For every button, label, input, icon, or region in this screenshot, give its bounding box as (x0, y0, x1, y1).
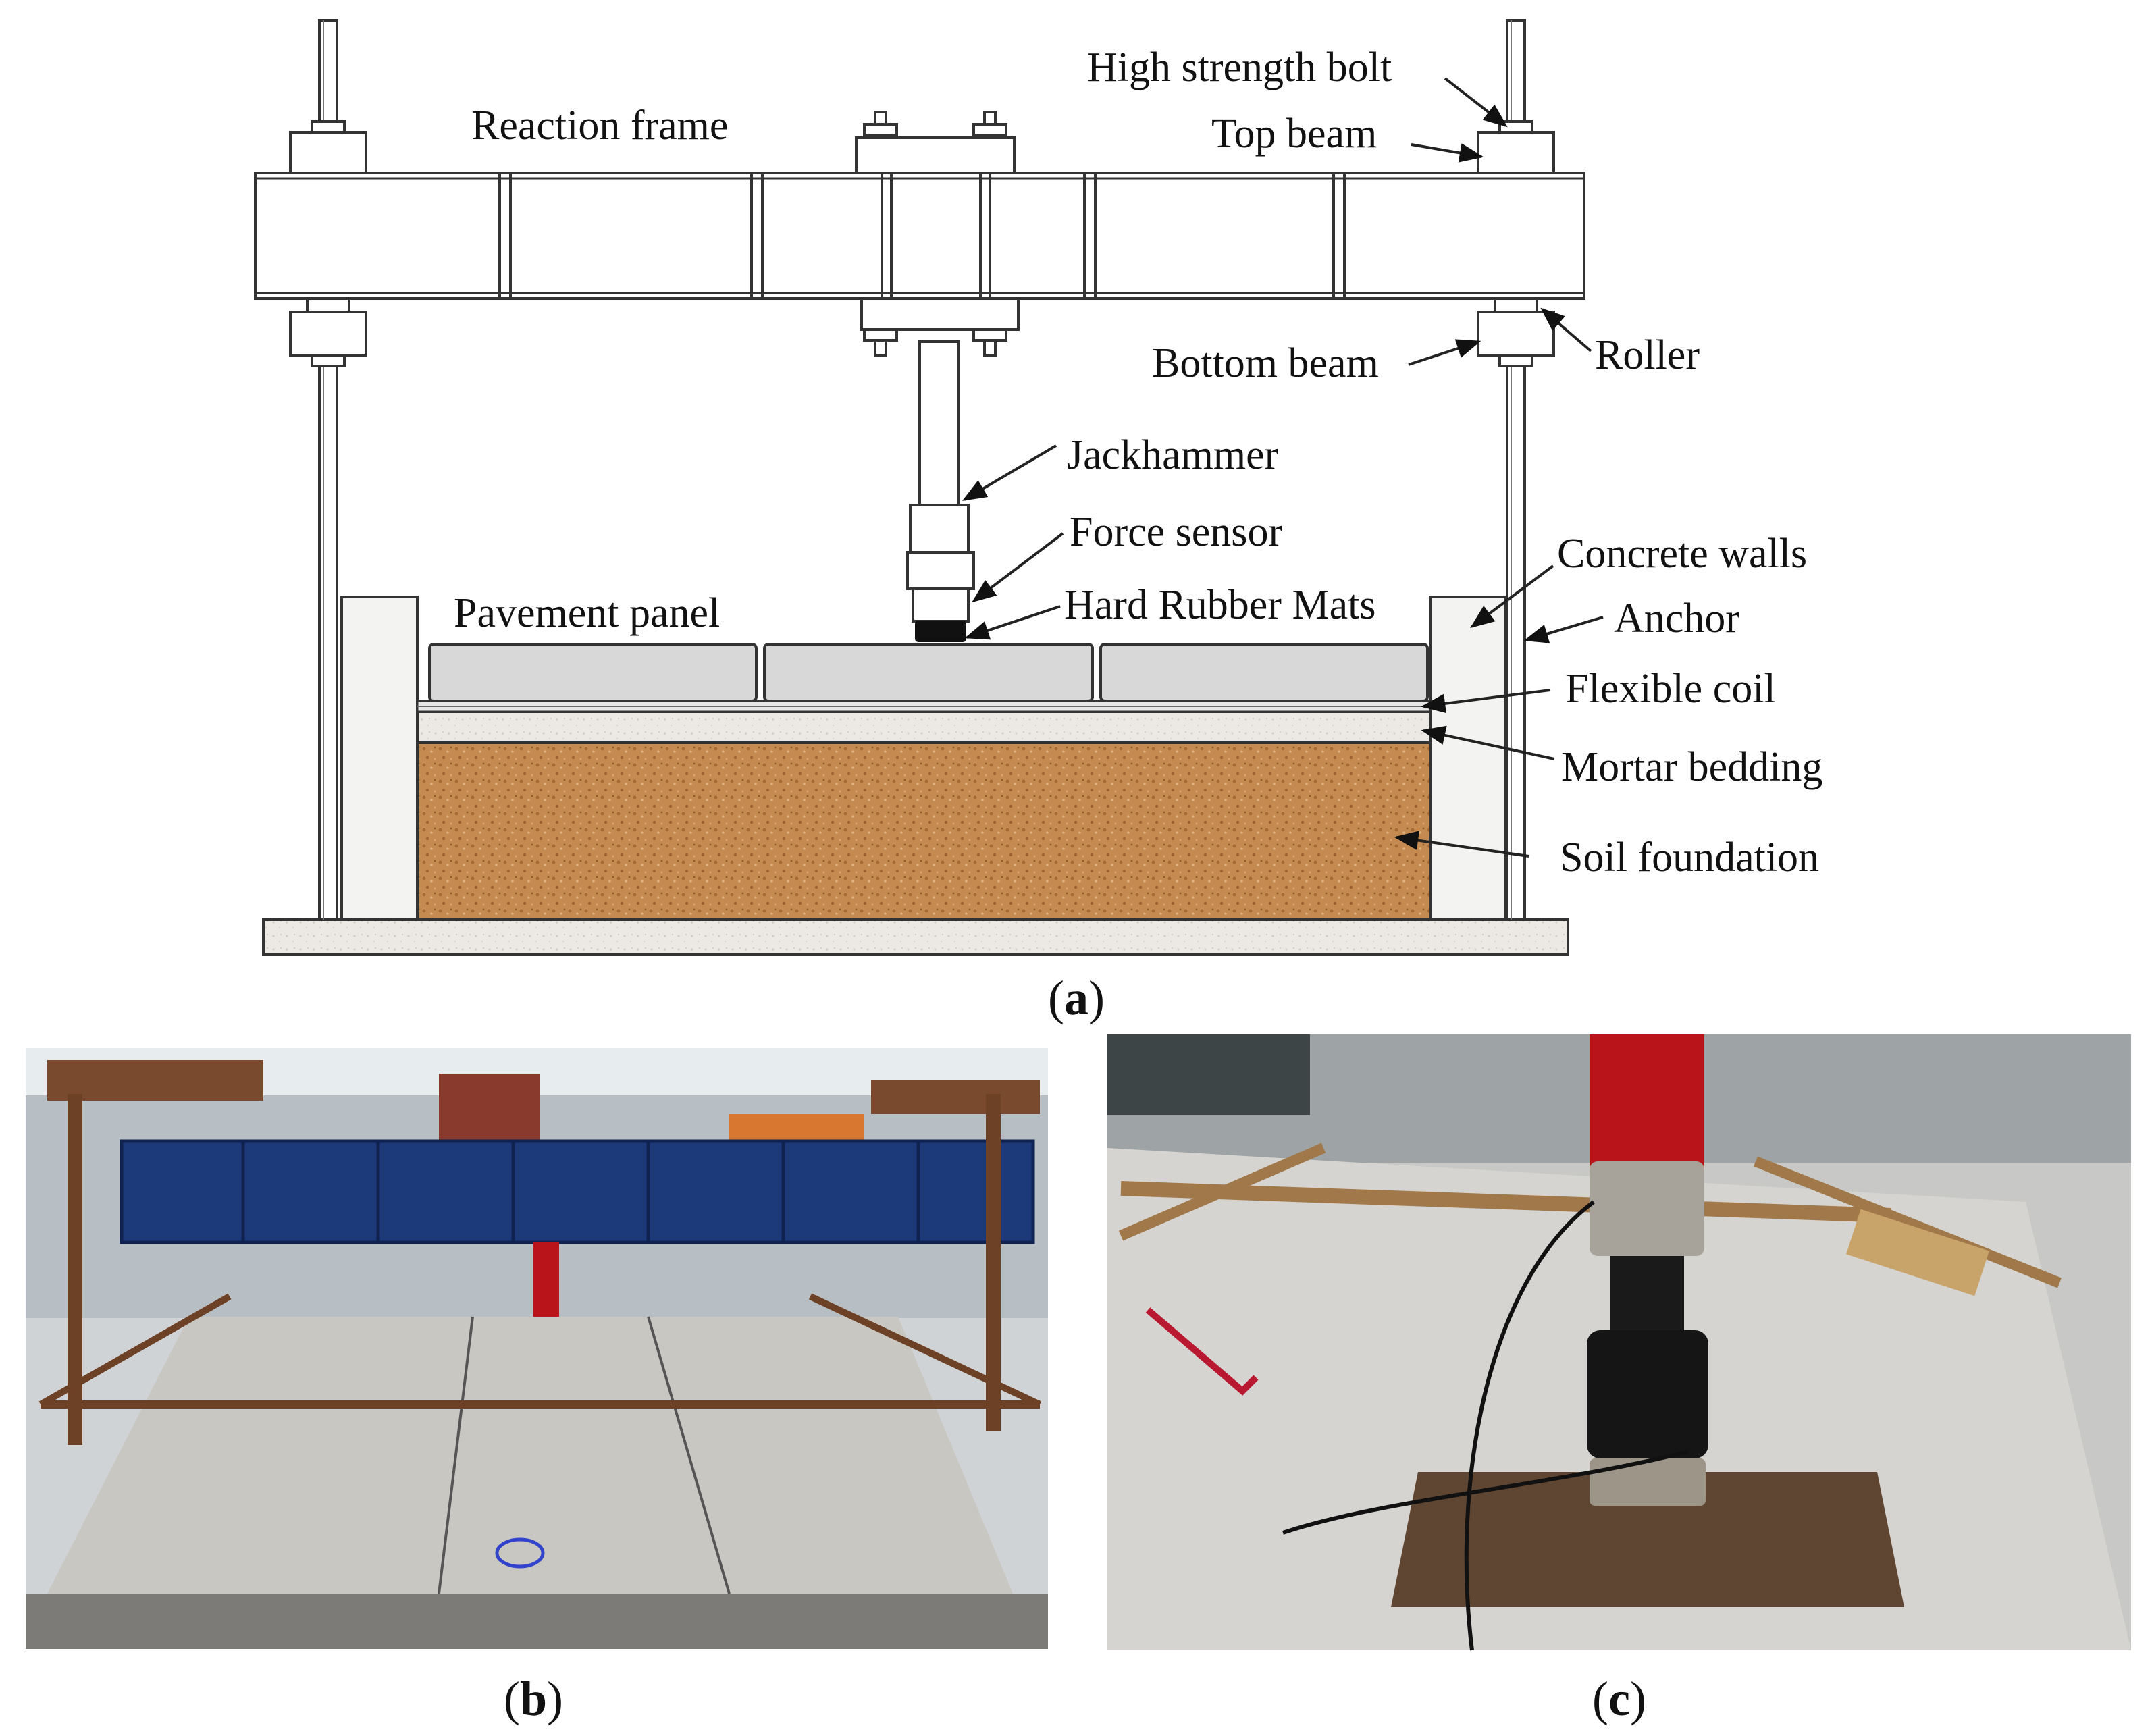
label-roller: Roller (1595, 332, 1700, 378)
label-bottom-beam: Bottom beam (1152, 340, 1379, 386)
photo-panel-c (1107, 1034, 2131, 1651)
label-force-sensor: Force sensor (1070, 509, 1282, 555)
pavement-panel-2 (763, 643, 1094, 702)
label-jackhammer: Jackhammer (1067, 432, 1279, 478)
label-soil-foundation: Soil foundation (1560, 835, 1819, 880)
label-high-strength-bolt: High strength bolt (1087, 45, 1392, 90)
right-bottom-beam (1477, 297, 1555, 367)
mortar-bedding (416, 710, 1432, 744)
label-pavement-panel: Pavement panel (454, 590, 720, 636)
base-slab (262, 918, 1569, 956)
label-concrete-walls: Concrete walls (1557, 531, 1807, 577)
red-jack-c (1590, 1034, 1704, 1169)
left-bottom-beam (289, 297, 367, 367)
photo-panel-b (26, 1048, 1048, 1649)
jack-top-plate (855, 111, 1016, 298)
jack-bottom-plate (860, 297, 1020, 357)
label-flexible-coil: Flexible coil (1565, 666, 1776, 712)
reaction-frame-beam (254, 172, 1585, 300)
pavement-panel-1 (428, 643, 758, 702)
pavement-panel-3 (1099, 643, 1429, 702)
right-top-beam (1477, 120, 1555, 174)
leader-lines (962, 77, 1604, 858)
force-sensor-photo (1590, 1161, 1704, 1256)
schematic-panel-a: Reaction frame High strength bolt Top be… (254, 19, 1822, 956)
blue-reaction-beam (120, 1139, 1035, 1244)
label-reaction-frame: Reaction frame (471, 103, 728, 149)
flexible-coil (416, 700, 1432, 713)
label-hard-rubber-mats: Hard Rubber Mats (1064, 582, 1375, 628)
left-top-beam (289, 120, 367, 174)
pavement-slab-b (47, 1317, 1013, 1594)
label-anchor: Anchor (1614, 596, 1739, 641)
rubber-mat-photo (1587, 1330, 1708, 1458)
label-top-beam: Top beam (1211, 111, 1377, 157)
hard-rubber-mat (915, 621, 966, 642)
force-sensor (906, 551, 975, 623)
jackhammer (909, 340, 970, 554)
caption-c: (c) (1592, 1672, 1646, 1726)
right-concrete-wall (1429, 596, 1507, 921)
label-mortar-bedding: Mortar bedding (1561, 744, 1822, 790)
caption-b: (b) (504, 1672, 563, 1726)
caption-a: (a) (1048, 971, 1105, 1025)
left-concrete-wall (340, 596, 419, 921)
soil-foundation (416, 741, 1432, 921)
